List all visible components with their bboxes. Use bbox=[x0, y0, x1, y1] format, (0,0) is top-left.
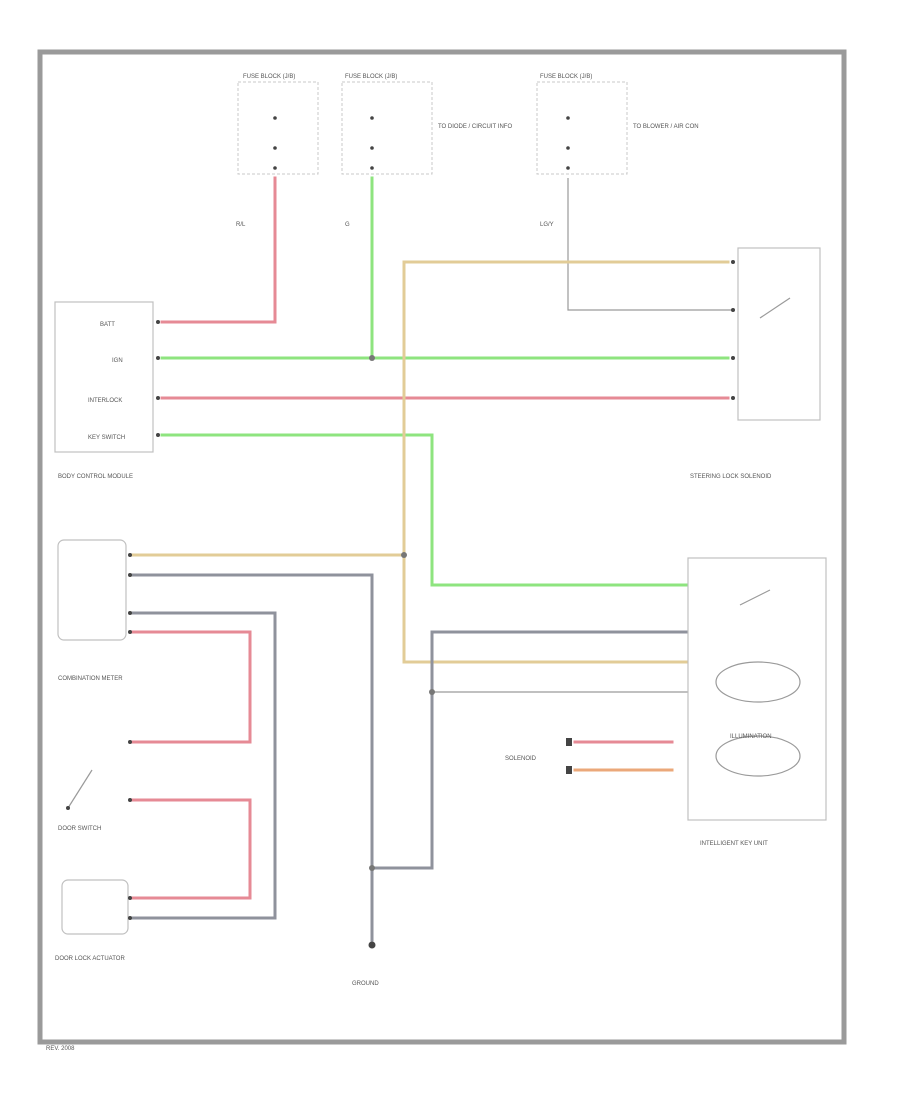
wire-gray-meter bbox=[130, 573, 374, 942]
fuse-block-2-notes: TO DIODE / CIRCUIT INFO bbox=[438, 124, 512, 130]
solenoid-connector: SOLENOID bbox=[505, 738, 572, 774]
wire-label-g: G bbox=[345, 222, 350, 228]
combination-meter: COMBINATION METER bbox=[57, 539, 132, 682]
ground-label: GROUND bbox=[352, 981, 379, 987]
fuse-block-2-label: FUSE BLOCK (J/B) bbox=[345, 74, 397, 80]
bcm-pin-interlock: INTERLOCK bbox=[88, 398, 122, 404]
door-switch: DOOR SWITCH bbox=[58, 740, 132, 832]
wire-tan-main bbox=[402, 260, 730, 664]
ground-symbol: GROUND bbox=[352, 941, 379, 987]
fuse-block-3-notes: TO BLOWER / AIR CON bbox=[633, 124, 699, 130]
steering-lock-solenoid: STEERING LOCK SOLENOID bbox=[690, 247, 821, 480]
door-lock-title: DOOR LOCK ACTUATOR bbox=[55, 956, 125, 962]
door-switch-title: DOOR SWITCH bbox=[58, 826, 101, 832]
wire-label-rl: R/L bbox=[236, 222, 246, 228]
bcm-title: BODY CONTROL MODULE bbox=[58, 474, 133, 480]
body-control-module: BATT IGN INTERLOCK KEY SWITCH BODY CONTR… bbox=[54, 301, 160, 480]
wire-red-lock bbox=[130, 798, 252, 900]
fuse-block-1-label: FUSE BLOCK (J/B) bbox=[243, 74, 295, 80]
door-lock-actuator: DOOR LOCK ACTUATOR bbox=[55, 879, 132, 962]
fuse-block-3-label: FUSE BLOCK (J/B) bbox=[540, 74, 592, 80]
wire-red-switch bbox=[130, 630, 252, 744]
bcm-pin-key: KEY SWITCH bbox=[88, 435, 125, 441]
steering-lock-title: STEERING LOCK SOLENOID bbox=[690, 474, 772, 480]
wire-label-lg: LG/Y bbox=[540, 222, 554, 228]
wire-red-batt bbox=[160, 176, 277, 324]
fuse-block-2: FUSE BLOCK (J/B) TO DIODE / CIRCUIT INFO bbox=[341, 74, 512, 175]
splice-node-4 bbox=[369, 865, 375, 871]
bcm-pin-batt: BATT bbox=[100, 322, 115, 328]
wire-gray-fuse3 bbox=[567, 178, 735, 311]
diagram-frame bbox=[37, 49, 847, 1045]
wire-gray-right bbox=[370, 630, 692, 870]
intelligent-key-title: INTELLIGENT KEY UNIT bbox=[700, 841, 768, 847]
intelligent-key-unit: ILLUMINATION INTELLIGENT KEY UNIT bbox=[687, 557, 827, 847]
splice-node-2 bbox=[401, 552, 407, 558]
combination-meter-title: COMBINATION METER bbox=[58, 676, 123, 682]
fuse-block-1: FUSE BLOCK (J/B) bbox=[237, 74, 319, 175]
bcm-pin-ign: IGN bbox=[112, 358, 123, 364]
wire-green-key bbox=[160, 433, 692, 587]
footer-text: REV. 2008 bbox=[46, 1046, 75, 1052]
splice-node-1 bbox=[369, 355, 375, 361]
key-unit-illumination: ILLUMINATION bbox=[730, 734, 772, 740]
splice-node-3 bbox=[429, 689, 435, 695]
wire-gray-lock bbox=[130, 611, 277, 920]
solenoid-connector-label: SOLENOID bbox=[505, 756, 537, 762]
fuse-block-3: FUSE BLOCK (J/B) TO BLOWER / AIR CON bbox=[536, 74, 699, 175]
